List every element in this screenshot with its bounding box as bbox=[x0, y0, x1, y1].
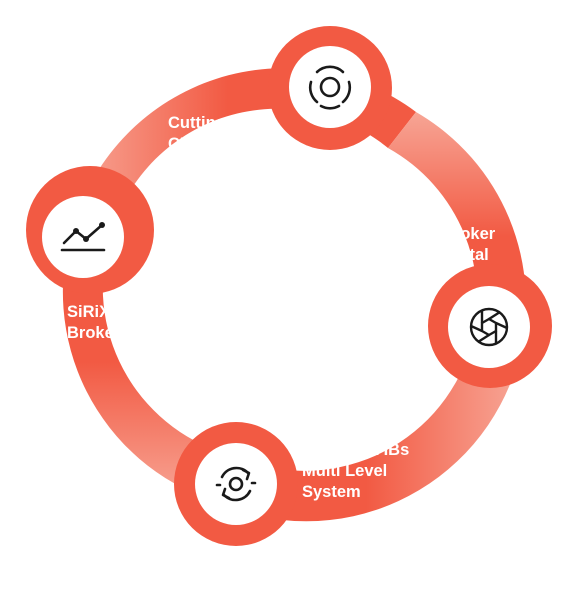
label-line: Affiliate & IBs bbox=[302, 441, 410, 459]
label-line: SiRiX bbox=[67, 303, 111, 321]
label-cutting-edge-crm: Cutting-Edge CRM bbox=[168, 113, 272, 155]
line-chart-icon bbox=[40, 194, 126, 280]
label-line: Broker bbox=[67, 324, 121, 342]
label-line: Multi Level bbox=[302, 462, 388, 480]
aperture-icon bbox=[446, 284, 532, 370]
concentric-circles-icon bbox=[287, 44, 373, 130]
label-line: System bbox=[302, 483, 361, 501]
label-line: Broker bbox=[442, 225, 496, 243]
label-broker-portal: Broker Portal bbox=[442, 224, 495, 266]
label-line: Portal bbox=[442, 246, 489, 264]
label-sirix-broker: SiRiX Broker bbox=[67, 302, 120, 344]
label-affiliate-ibs: Affiliate & IBs Multi Level System bbox=[302, 440, 409, 503]
sync-cycle-icon bbox=[193, 441, 279, 527]
label-line: Cutting-Edge bbox=[168, 114, 272, 132]
label-line: CRM bbox=[168, 135, 206, 153]
